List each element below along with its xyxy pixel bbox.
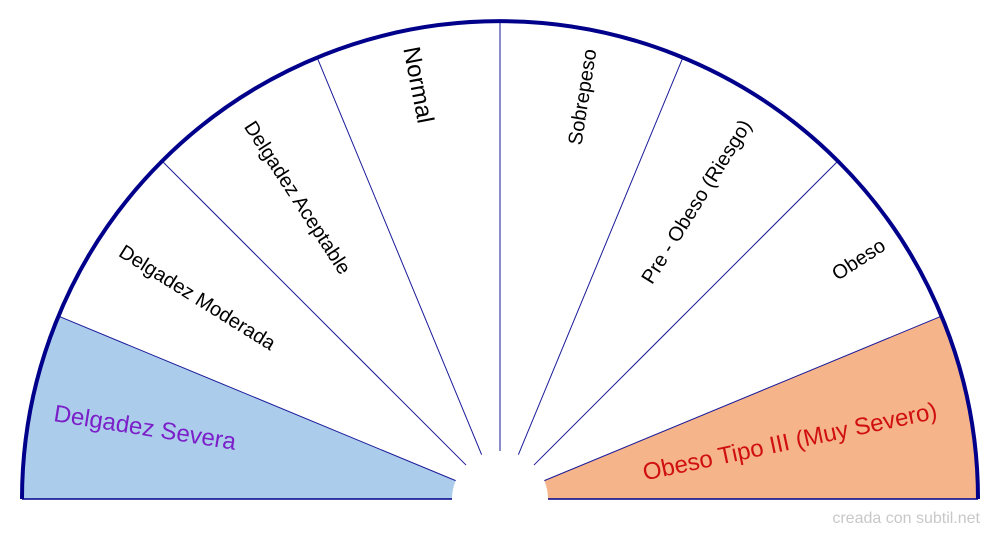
segment-3 [162, 57, 482, 466]
segment-divider [316, 57, 483, 455]
segment-divider [58, 315, 456, 482]
segment-2 [58, 161, 467, 481]
segment-divider [517, 57, 684, 455]
segment-4 [317, 20, 500, 455]
segment-6 [518, 57, 838, 466]
segment-divider [533, 160, 839, 466]
segment-7 [533, 161, 942, 481]
segment-fills [22, 20, 978, 499]
credit-text: creada con subtil.net [832, 510, 980, 527]
dial-outline [20, 19, 980, 500]
segment-8 [544, 316, 978, 499]
segment-5 [500, 21, 683, 455]
segment-dividers [58, 21, 942, 482]
segment-1 [22, 316, 456, 499]
segment-divider [544, 315, 942, 482]
segment-divider [161, 160, 467, 466]
